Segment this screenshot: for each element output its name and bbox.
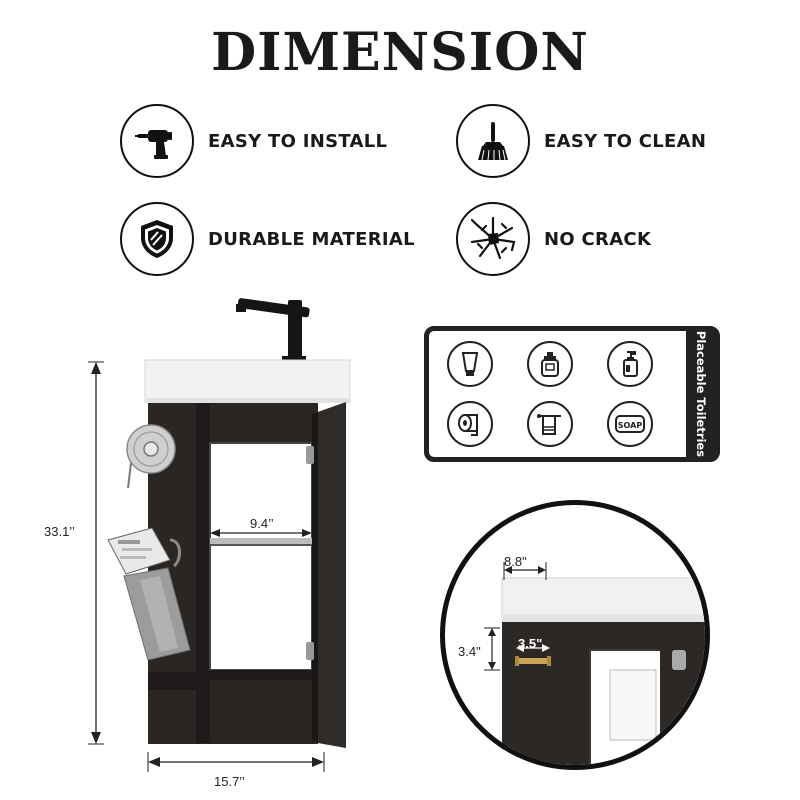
- toilet-roll-icon: [447, 401, 493, 447]
- inner-width-dimension: [210, 529, 312, 537]
- feature-label: EASY TO CLEAN: [544, 130, 707, 152]
- width-label: 15.7’’: [214, 774, 245, 789]
- toiletries-title-strip: Placeable Toiletries: [686, 330, 716, 458]
- cracked-icon: [456, 202, 530, 276]
- soap-dispenser-icon: [527, 341, 573, 387]
- toiletries-panel: SOAP Placeable Toiletries: [424, 326, 720, 462]
- hinge-icon: [306, 446, 314, 464]
- height-dimension: [88, 361, 104, 745]
- towel-icon: [527, 401, 573, 447]
- faucet-icon: [236, 298, 310, 362]
- handle-width-label: 3.5": [518, 636, 543, 651]
- pump-bottle-icon: [607, 341, 653, 387]
- feature-easy-clean: EASY TO CLEAN: [456, 104, 706, 178]
- drill-icon: [120, 104, 194, 178]
- feature-no-crack: NO CRACK: [456, 202, 651, 276]
- basin-top: [144, 359, 351, 403]
- height-label: 33.1’’: [44, 524, 75, 539]
- toilet-paper-holder-icon: [126, 424, 176, 489]
- top-thickness-height-label: 3.4": [458, 644, 481, 659]
- magazine-holder-icon: [107, 527, 191, 661]
- width-dimension: [147, 752, 325, 772]
- cabinet-door: [312, 402, 346, 748]
- brush-icon: [456, 104, 530, 178]
- inner-width-label: 9.4’’: [250, 516, 274, 531]
- feature-label: DURABLE MATERIAL: [208, 228, 415, 250]
- feature-durable-material: DURABLE MATERIAL: [120, 202, 415, 276]
- feature-label: EASY TO INSTALL: [208, 130, 388, 152]
- feature-easy-install: EASY TO INSTALL: [120, 104, 387, 178]
- shield-icon: [120, 202, 194, 276]
- detail-zoom-circle: [440, 500, 710, 770]
- soap-bar-icon: SOAP: [607, 401, 653, 447]
- toiletries-title: Placeable Toiletries: [694, 330, 708, 458]
- page-title: DIMENSION: [211, 22, 589, 83]
- feature-label: NO CRACK: [544, 228, 652, 250]
- top-thickness-width-label: 8.8": [504, 554, 527, 569]
- lotion-tube-icon: [447, 341, 493, 387]
- soap-text: SOAP: [618, 421, 643, 430]
